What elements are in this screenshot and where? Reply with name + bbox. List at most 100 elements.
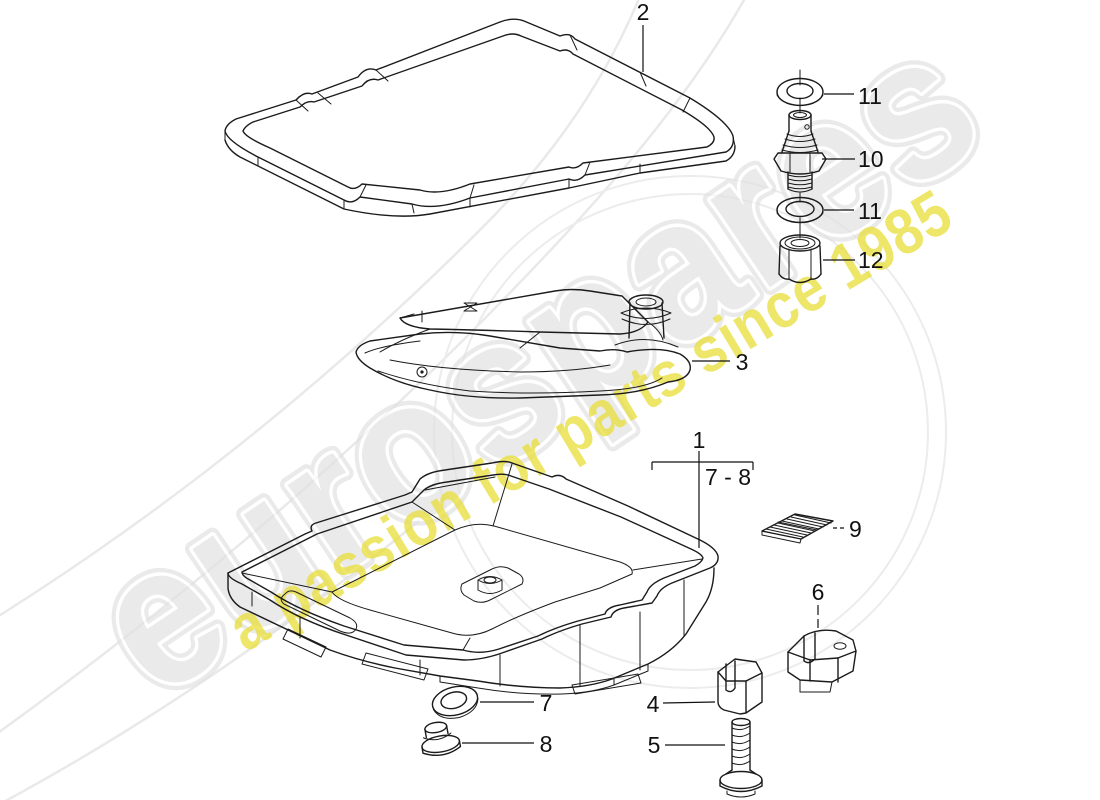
callout-washer-label: 7	[540, 690, 553, 716]
plug-cap	[424, 721, 448, 734]
pan-drain-plate	[460, 566, 524, 603]
callout-pan-includes-label: 7 - 8	[705, 464, 751, 490]
pan-rim-outer	[227, 460, 719, 661]
screw-flange	[719, 770, 763, 790]
filter-hole-dot	[420, 370, 424, 374]
oil-pan-drawing	[227, 460, 719, 695]
callout-seal-lower-label: 11	[858, 198, 882, 224]
valve-hex	[773, 152, 827, 175]
clip-foot	[799, 679, 833, 693]
pan-wall-cutout	[571, 673, 642, 695]
pan-wall-lip	[439, 663, 649, 695]
pan-floor	[331, 523, 633, 636]
seal-upper-inner	[786, 82, 814, 100]
seal-upper-thickness	[776, 94, 824, 106]
swoosh-curve	[0, 0, 746, 733]
callout-pan-bracket	[651, 451, 754, 548]
filter-hole	[416, 366, 428, 378]
brand-watermark-core: eurospares	[55, 0, 1017, 737]
washer-thickness	[432, 697, 479, 719]
callout-gasket-label: 2	[637, 0, 650, 25]
block-body	[717, 671, 763, 715]
pan-wall-outer	[227, 567, 715, 689]
valve-side-hole	[804, 124, 810, 130]
pan-wall-cutout	[282, 628, 327, 658]
callouts: 2 11 10 11 12 3 1 7 - 8 9 6 4 5 7 8	[462, 0, 884, 758]
screw-threads	[731, 725, 751, 766]
plug-base-side	[421, 739, 462, 756]
seal-lower-inner	[785, 200, 815, 218]
valve-tube-sides	[788, 114, 812, 132]
filter-neck-top	[628, 294, 664, 310]
pan-wall-ticks	[251, 579, 685, 687]
pan-drain-nut-bore	[483, 576, 497, 584]
grid-hatch	[765, 514, 832, 538]
callout-screw-label: 5	[648, 732, 661, 758]
sealing-washer-drawing	[431, 685, 479, 719]
screw-bottom	[726, 790, 756, 798]
nut-bore	[790, 239, 810, 247]
grid-outline	[761, 513, 834, 540]
pan-wall-folds	[241, 463, 703, 651]
filter-left-notch	[399, 310, 423, 323]
clip-slot	[803, 632, 816, 664]
washer-outer	[431, 685, 479, 717]
washer-inner	[440, 691, 468, 710]
watermark: eurospares eurospares eurospares a passi…	[0, 0, 1025, 800]
pan-drain-nut	[477, 576, 503, 594]
callout-nut-label: 12	[858, 247, 884, 273]
valve-hex-facets	[789, 153, 811, 174]
gasket-thickness-edge	[224, 139, 736, 217]
filter-drawing	[355, 288, 691, 399]
valve-stud-bottom	[787, 188, 813, 193]
nut-top-outer	[779, 234, 821, 252]
nut-facets	[788, 248, 812, 280]
swoosh-ring	[451, 193, 929, 671]
filter-marker	[463, 302, 478, 312]
nut-top-ring	[784, 236, 816, 250]
swoosh-curve	[0, 0, 640, 617]
screw-drawing	[719, 717, 763, 798]
gasket-section-ticks	[295, 34, 691, 199]
callout-pan-label: 1	[693, 427, 706, 453]
callout-block-leader	[662, 701, 716, 704]
filter-neck-sides	[628, 302, 665, 339]
block-top-face	[717, 658, 763, 682]
callout-clip-label: 6	[812, 579, 825, 605]
valve-stud-threads	[787, 174, 813, 190]
retainer-block-drawing	[717, 658, 763, 715]
pan-rim-tab-line	[424, 476, 496, 491]
callout-plug-label: 8	[540, 731, 553, 757]
callout-filter-label: 3	[736, 349, 749, 375]
clip-body	[787, 650, 857, 683]
screw-flange-side	[719, 779, 763, 793]
gasket-corner-tick	[224, 130, 736, 214]
valve-ribs	[781, 133, 819, 153]
filter-neck-bore	[635, 297, 657, 307]
filter-flange-inner	[364, 340, 663, 394]
grid-midline	[777, 521, 818, 531]
gasket-inner-edge	[242, 33, 715, 193]
valve-stack-drawing	[773, 69, 827, 284]
plug-collar	[422, 732, 452, 741]
strainer-grid-drawing	[761, 513, 834, 544]
valve-top-bore	[793, 112, 807, 118]
swoosh-ring	[433, 175, 947, 689]
drain-plug-drawing	[421, 721, 462, 756]
seal-lower-thickness	[776, 212, 824, 223]
filter-neck-collar	[620, 307, 672, 325]
clip-hole	[833, 642, 847, 650]
callout-seal-upper-label: 11	[858, 83, 882, 109]
filter-flange-outer	[355, 331, 691, 399]
block-slot	[725, 660, 736, 693]
callout-block-label: 4	[647, 691, 660, 717]
filter-wall-lines	[379, 321, 664, 373]
clip-drawing	[787, 629, 857, 693]
gasket-drawing	[224, 18, 736, 217]
nut-body	[778, 245, 822, 275]
pan-wall-cutout	[361, 652, 429, 681]
filter-top-sheet	[399, 288, 649, 335]
nut-bottom	[778, 273, 822, 284]
swoosh-curve	[4, 519, 421, 800]
